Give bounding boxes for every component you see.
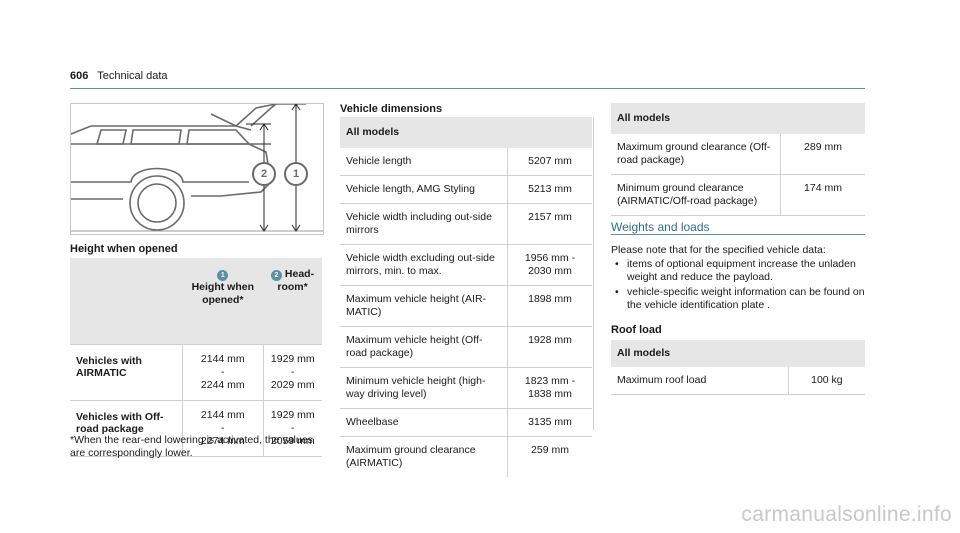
tailgate-height-figure: 2 1 [70, 103, 324, 235]
page-number: 606 [70, 70, 89, 82]
table-header-row: 1 Height when opened* 2 Head-room* [70, 258, 322, 345]
value-max: 2059 mm [270, 435, 315, 447]
row-value: 1898 mm [507, 285, 592, 327]
row-value: 1956 mm - 2030 mm [507, 244, 592, 286]
table-header: All models [340, 117, 592, 148]
page-title: Technical data [97, 70, 168, 82]
row-value: 2157 mm [507, 203, 592, 245]
table-header-row: All models [611, 103, 865, 134]
car-illustration [71, 104, 323, 232]
row-label: Vehicle length, AMG Styling [340, 175, 508, 204]
row-value: 259 mm [507, 436, 592, 477]
row-label: Vehicles with Off-road package [70, 400, 183, 457]
table-row: Minimum vehicle height (high-way driving… [340, 367, 592, 409]
row-label: Maximum vehicle height (Off-road package… [340, 326, 508, 368]
row-value: 3135 mm [507, 408, 592, 437]
list-item: vehicle-specific weight information can … [611, 286, 865, 312]
list-item: items of optional equipment increase the… [611, 258, 865, 284]
value-sep: - [221, 366, 225, 378]
row-label: Maximum vehicle height (AIR-MATIC) [340, 285, 508, 327]
table-row: Maximum vehicle height (AIR-MATIC)1898 m… [340, 285, 592, 327]
row-label: Vehicles with AIRMATIC [70, 344, 183, 401]
ground-clearance-table: All models Maximum ground clearance (Off… [611, 103, 865, 216]
row-value: 1928 mm [507, 326, 592, 368]
table-row: Maximum ground clearance (Off-road packa… [611, 134, 865, 175]
table-row: Maximum ground clearance (AIRMATIC) 259 m… [340, 436, 592, 477]
value-max: 2244 mm [200, 379, 245, 391]
header-height-label: Height when opened* [191, 281, 254, 306]
callout-1-icon: 1 [284, 162, 308, 186]
row-label: Minimum ground clearance (AIRMATIC/Off-r… [611, 174, 781, 216]
row-value: 174 mm [780, 174, 865, 216]
row-value: 5207 mm [507, 148, 592, 176]
table-header: All models [611, 103, 865, 134]
height-opened-title: Height when opened [70, 243, 178, 255]
height-opened-table: 1 Height when opened* 2 Head-room* Vehic… [70, 258, 322, 457]
row-value: 100 kg [787, 367, 865, 395]
table-row: Vehicles with Off-road package 2144 mm -… [70, 400, 322, 457]
footnote: *When the rear-end lowering is activated… [70, 434, 313, 459]
header-headroom-cell: 2 Head-room* [263, 258, 322, 345]
value-sep: - [221, 422, 225, 434]
callout-1-mini-icon: 1 [217, 270, 229, 281]
row-value: 1823 mm - 1838 mm [507, 367, 592, 409]
row-label: Maximum ground clearance (AIRMATIC) [346, 444, 476, 469]
row-label: Minimum vehicle height (high-way driving… [340, 367, 508, 409]
row-label: Vehicle length [340, 148, 508, 176]
height-value-cell: 2144 mm - 2244 mm [182, 344, 264, 401]
table-row: Maximum vehicle height (Off-road package… [340, 326, 592, 368]
value-max: 2274 mm [200, 435, 245, 447]
table-row: Minimum ground clearance (AIRMATIC/Off-r… [611, 174, 865, 216]
value-max: 2029 mm [270, 379, 315, 391]
page-header: 606 Technical data [70, 70, 168, 82]
value-min: 2144 mm [200, 409, 245, 421]
table-row: Vehicle width including out-side mirrors… [340, 203, 592, 245]
table-side-rule [593, 117, 594, 430]
value-sep: - [291, 422, 295, 434]
table-row: Vehicle width excluding out-side mirrors… [340, 244, 592, 286]
section-rule [611, 234, 865, 235]
table-row: Vehicles with AIRMATIC 2144 mm - 2244 mm… [70, 344, 322, 401]
value-min: 2144 mm [200, 353, 245, 365]
callout-2-icon: 2 [252, 162, 276, 186]
callout-2-mini-icon: 2 [270, 270, 282, 281]
height-value-cell: 2144 mm - 2274 mm [182, 400, 264, 457]
row-label: Vehicle width including out-side mirrors [340, 203, 508, 245]
weights-intro: Please note that for the specified vehic… [611, 244, 826, 256]
header-rule [70, 88, 865, 89]
header-height-cell: 1 Height when opened* [182, 258, 264, 345]
roof-load-title: Roof load [611, 324, 662, 336]
value-min: 1929 mm [270, 409, 315, 421]
row-label: Maximum roof load [611, 367, 789, 395]
watermark: carmanualsonline.info [741, 503, 952, 526]
row-label: Maximum ground clearance (Off-road packa… [611, 134, 781, 175]
weights-bullet-list: items of optional equipment increase the… [611, 258, 865, 314]
table-header-row: All models [611, 340, 865, 367]
value-min: 1929 mm [270, 353, 315, 365]
value-sep: - [291, 366, 295, 378]
roof-load-table: All models Maximum roof load 100 kg [611, 340, 865, 395]
weights-section-title: Weights and loads [611, 220, 710, 234]
table-header-row: All models [340, 117, 592, 148]
row-value: 5213 mm [507, 175, 592, 204]
headroom-value-cell: 1929 mm - 2059 mm [262, 400, 322, 457]
vehicle-dimensions-title: Vehicle dimensions [340, 103, 443, 115]
header-empty-cell [70, 258, 183, 345]
table-header: All models [611, 340, 865, 367]
row-label: Vehicle width excluding out-side mirrors… [340, 244, 508, 286]
row-value: 289 mm [780, 134, 865, 175]
row-label: Wheelbase [340, 408, 508, 437]
table-row: Maximum roof load 100 kg [611, 367, 865, 395]
header-headroom-label: Head-room* [277, 268, 315, 293]
headroom-value-cell: 1929 mm - 2029 mm [262, 344, 322, 401]
